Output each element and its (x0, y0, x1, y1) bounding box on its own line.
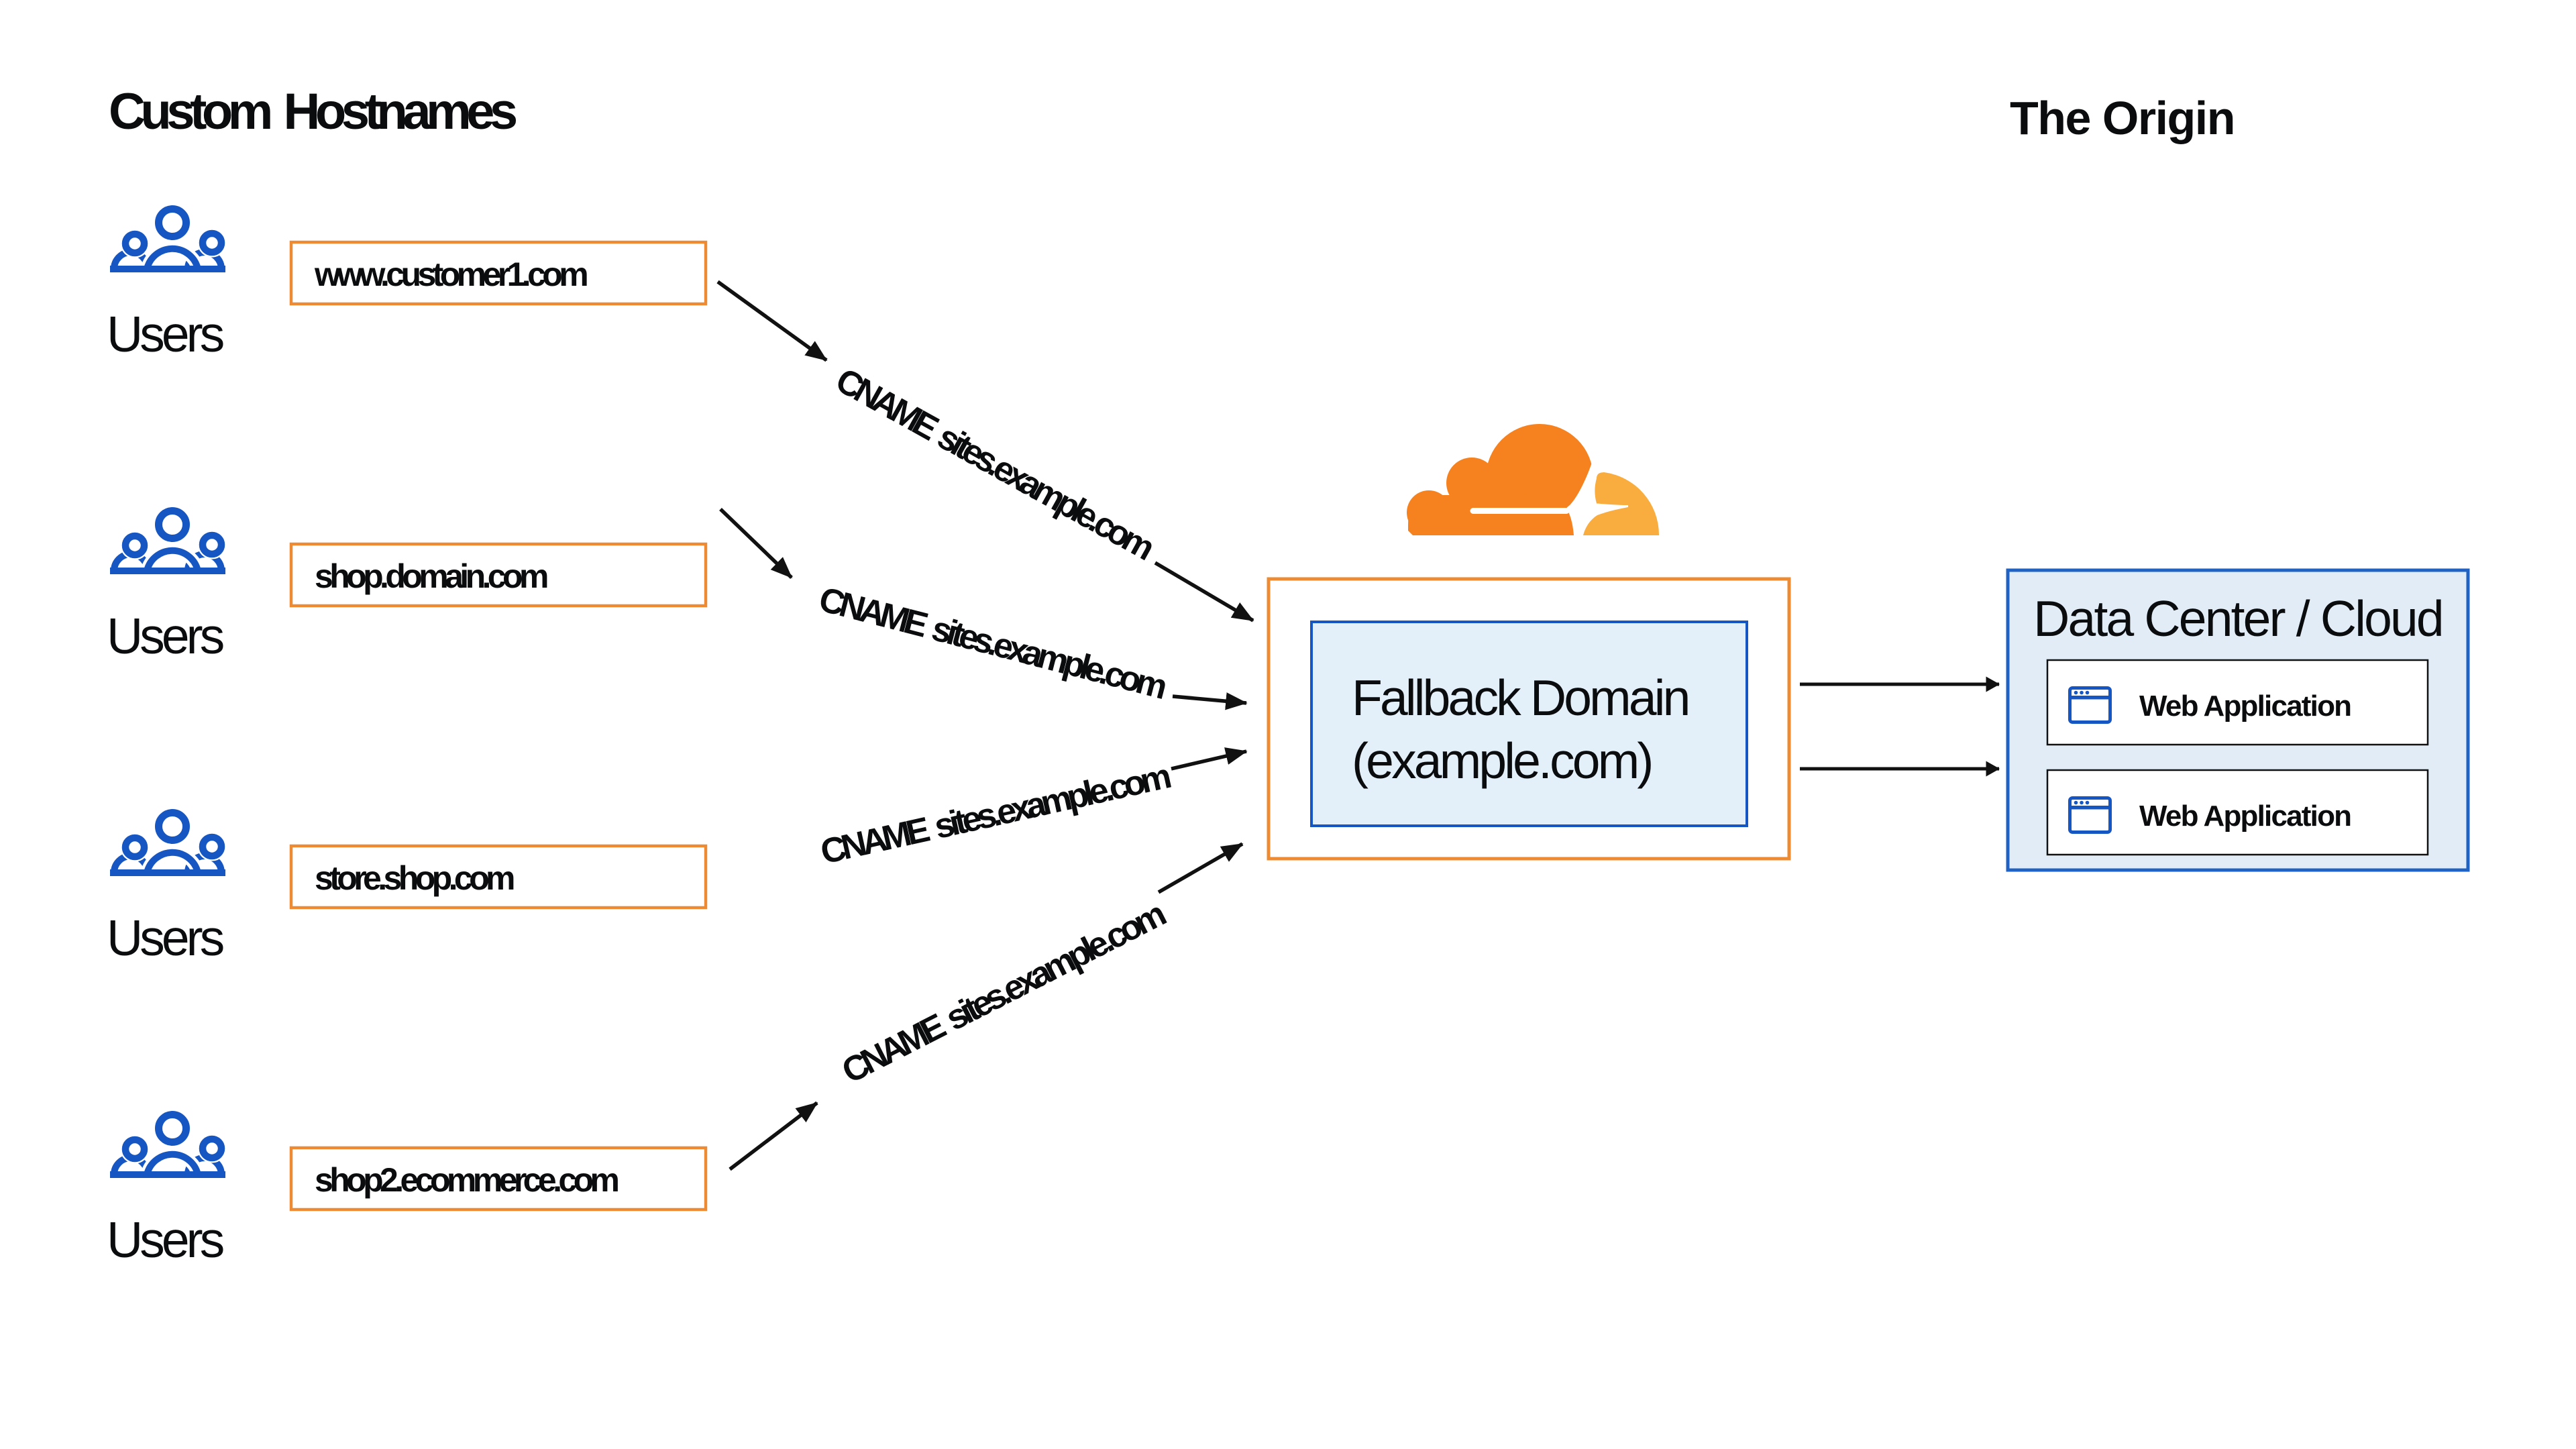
svg-text:(example.com): (example.com) (1352, 733, 1652, 789)
svg-text:The Origin: The Origin (2010, 92, 2235, 144)
svg-text:store.shop.com: store.shop.com (315, 859, 514, 897)
svg-text:Fallback Domain: Fallback Domain (1352, 669, 1688, 726)
svg-text:Web Application: Web Application (2139, 800, 2351, 833)
svg-text:Users: Users (107, 608, 223, 664)
svg-text:Users: Users (107, 910, 223, 966)
svg-text:Custom Hostnames: Custom Hostnames (109, 83, 517, 140)
svg-text:Web Application: Web Application (2139, 690, 2351, 722)
svg-text:shop.domain.com: shop.domain.com (315, 557, 547, 595)
svg-text:www.customer1.com: www.customer1.com (314, 256, 587, 293)
svg-text:Users: Users (107, 1212, 223, 1268)
svg-text:Users: Users (107, 306, 223, 362)
svg-text:shop2.ecommerce.com: shop2.ecommerce.com (315, 1161, 619, 1199)
svg-text:Data Center / Cloud: Data Center / Cloud (2033, 590, 2443, 647)
